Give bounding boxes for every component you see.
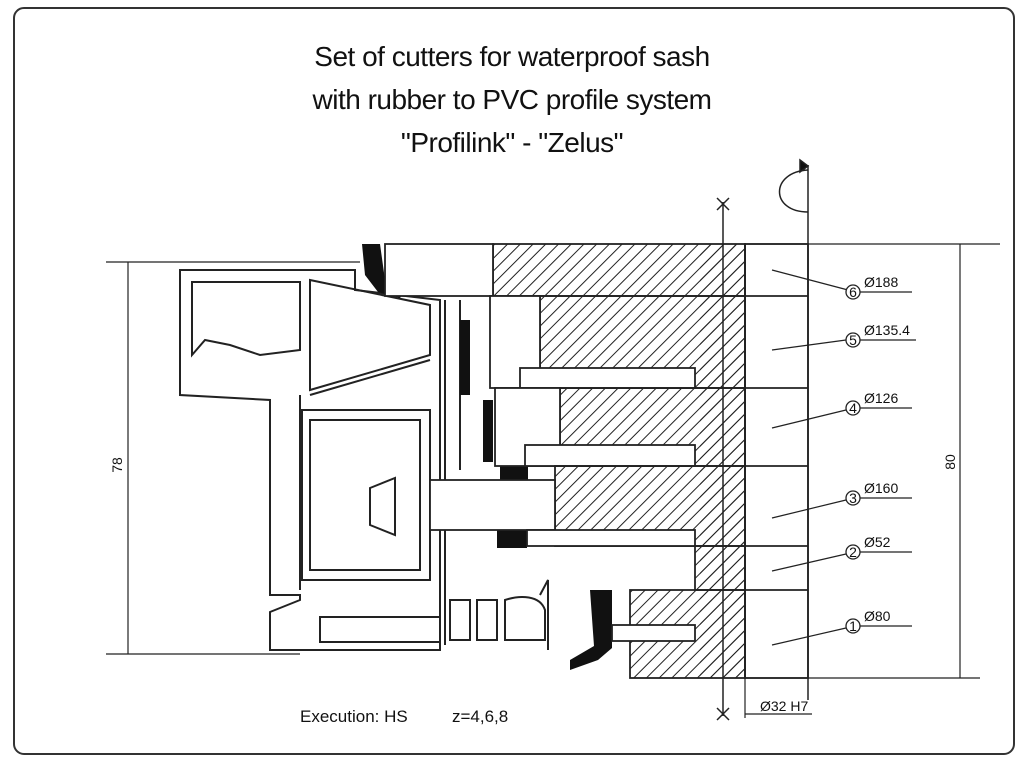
callout-1-number: 1: [849, 618, 857, 634]
callout-6-diameter: Ø188: [864, 274, 898, 290]
execution-label: Execution: HS: [300, 707, 408, 726]
title-line-2: with rubber to PVC profile system: [312, 84, 712, 115]
bore-dimension: [744, 678, 812, 718]
callout-6-number: 6: [849, 284, 857, 300]
callout-3: 3 Ø160: [845, 480, 898, 506]
callout-2-diameter: Ø52: [864, 534, 891, 550]
callout-6: 6 Ø188: [845, 274, 898, 300]
dimension-right-value: 80: [942, 454, 958, 470]
callout-1: 1 Ø80: [845, 608, 891, 634]
dimension-left: [106, 261, 360, 655]
callout-3-diameter: Ø160: [864, 480, 898, 496]
spindle-axis: [716, 158, 810, 721]
callout-2-number: 2: [849, 544, 857, 560]
callout-4-number: 4: [849, 400, 857, 416]
callout-5: 5 Ø135.4: [845, 322, 910, 348]
execution-teeth: z=4,6,8: [452, 707, 508, 726]
title-line-3: "Profilink" - "Zelus": [401, 127, 623, 158]
seal-rubbers: [362, 244, 612, 670]
callout-3-number: 3: [849, 490, 857, 506]
frame-border: [13, 7, 1015, 755]
bore-label: Ø32 H7: [760, 698, 808, 714]
callout-1-diameter: Ø80: [864, 608, 891, 624]
cutter-stack: [384, 243, 809, 679]
pvc-profile: [179, 269, 549, 651]
callout-4: 4 Ø126: [845, 390, 898, 416]
callout-2: 2 Ø52: [845, 534, 891, 560]
callout-4-diameter: Ø126: [864, 390, 898, 406]
dimension-left-value: 78: [109, 457, 125, 473]
cutter-callouts: [771, 269, 916, 646]
callout-5-diameter: Ø135.4: [864, 322, 910, 338]
title-line-1: Set of cutters for waterproof sash: [314, 41, 709, 72]
callout-5-number: 5: [849, 332, 857, 348]
